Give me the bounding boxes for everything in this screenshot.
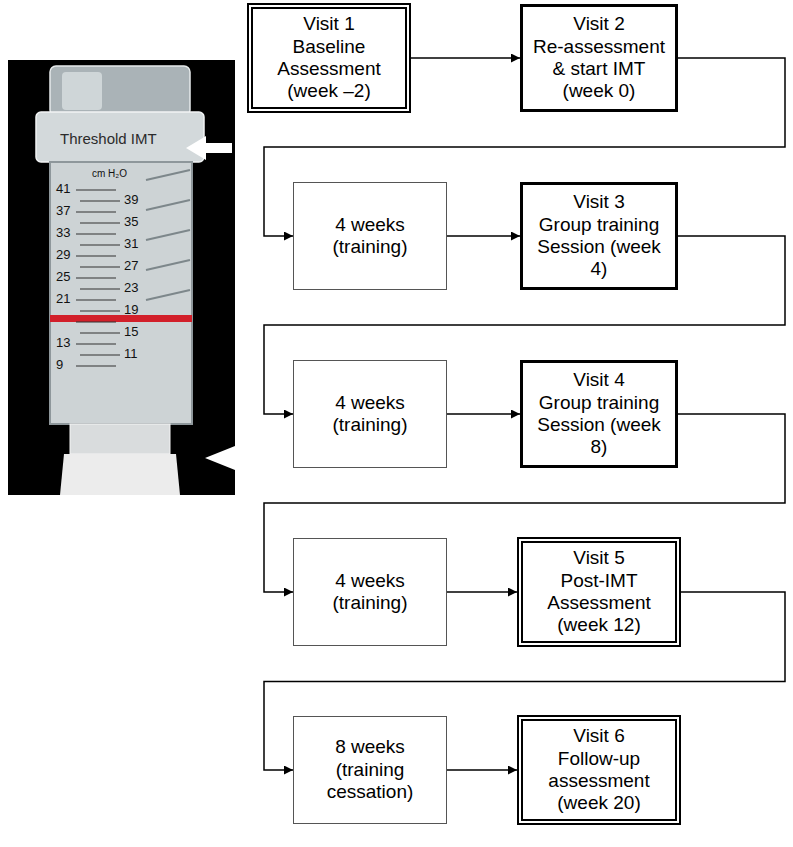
scale-number: 29 [56,248,70,262]
visit-box: Visit 6Follow-up assessment (week 20) [517,715,681,825]
pointer-arrow [186,136,232,160]
scale-number: 13 [56,336,70,350]
device-cap [50,66,190,116]
scale-number: 11 [124,347,138,361]
visit-heading: Visit 1 [303,13,354,35]
scale-tick [80,310,120,311]
scale-tick [80,266,120,267]
spring-coils [146,170,190,300]
scale-number: 15 [124,325,138,339]
spring-coil [146,260,190,270]
red-indicator [50,315,192,322]
scale-tick [80,222,120,223]
pointer-arrowhead [205,446,235,470]
visit-heading: Visit 5 [573,547,624,569]
scale-number: 19 [124,303,138,317]
scale-tick [76,277,116,278]
box-text: 4 weeks (training) [300,214,440,259]
flow-arrow [447,413,520,415]
mouthpiece [60,454,180,495]
visit-box: Visit 1Baseline Assessment (week –2) [247,3,411,113]
scale-tick [76,365,116,366]
spring-coil [146,290,190,300]
period-box: 4 weeks (training) [293,182,447,290]
scale-number: 33 [56,226,70,240]
scale-number: 23 [124,281,138,295]
scale-number: 9 [56,358,63,372]
device-neck [70,424,170,454]
flow-arrow [447,235,520,237]
visit-heading: Visit 3 [573,191,624,213]
spring-coil [146,200,190,210]
scale-tick [76,189,116,190]
device-cylinder [50,162,192,424]
photo-background [8,60,235,495]
spring-coil [146,170,190,180]
box-text: Post-IMT Assessment (week 12) [529,570,669,637]
scale-tick [76,343,116,344]
box-text: Baseline Assessment (week –2) [259,36,399,103]
scale-tick [76,321,116,322]
scale-number: 35 [124,215,138,229]
scale-tick [80,200,120,201]
scale-number: 37 [56,204,70,218]
box-text: 8 weeks (training cessation) [300,736,440,803]
visit-box: Visit 2Re-assessment & start IMT (week 0… [520,4,678,112]
visit-box: Visit 5Post-IMT Assessment (week 12) [517,537,681,647]
spring-coil [146,230,190,240]
box-text: 4 weeks (training) [300,392,440,437]
scale-number: 31 [124,237,138,251]
scale-number: 41 [56,182,70,196]
box-text: Group training Session (week 4) [529,214,669,281]
scale-number: 21 [56,292,70,306]
visit-box: Visit 3Group training Session (week 4) [520,182,678,290]
scale-tick [80,244,120,245]
scale-tick [80,332,120,333]
visit-box: Visit 4Group training Session (week 8) [520,360,678,468]
flow-arrow [447,591,517,593]
period-box: 8 weeks (training cessation) [293,716,447,824]
scale-tick [76,211,116,212]
scale-number: 25 [56,270,70,284]
flow-arrow [447,769,517,771]
box-text: 4 weeks (training) [300,570,440,615]
period-box: 4 weeks (training) [293,360,447,468]
box-text: Re-assessment & start IMT (week 0) [529,36,669,103]
scale-ticks [76,190,120,366]
scale-number: 27 [124,259,138,273]
scale-tick [80,354,120,355]
box-text: Follow-up assessment (week 20) [529,748,669,815]
visit-heading: Visit 4 [573,369,624,391]
scale-tick [76,299,116,300]
device-collar [36,112,204,162]
visit-heading: Visit 2 [573,13,624,35]
scale-tick [80,288,120,289]
cap-highlight [62,72,102,110]
scale-number: 39 [124,193,138,207]
visit-heading: Visit 6 [573,725,624,747]
unit-label: cm H₂O [92,168,127,179]
flow-arrow [411,57,520,59]
period-box: 4 weeks (training) [293,538,447,646]
scale-tick [76,255,116,256]
box-text: Group training Session (week 8) [529,392,669,459]
brand-name: Threshold IMT [60,131,157,148]
scale-tick [76,233,116,234]
